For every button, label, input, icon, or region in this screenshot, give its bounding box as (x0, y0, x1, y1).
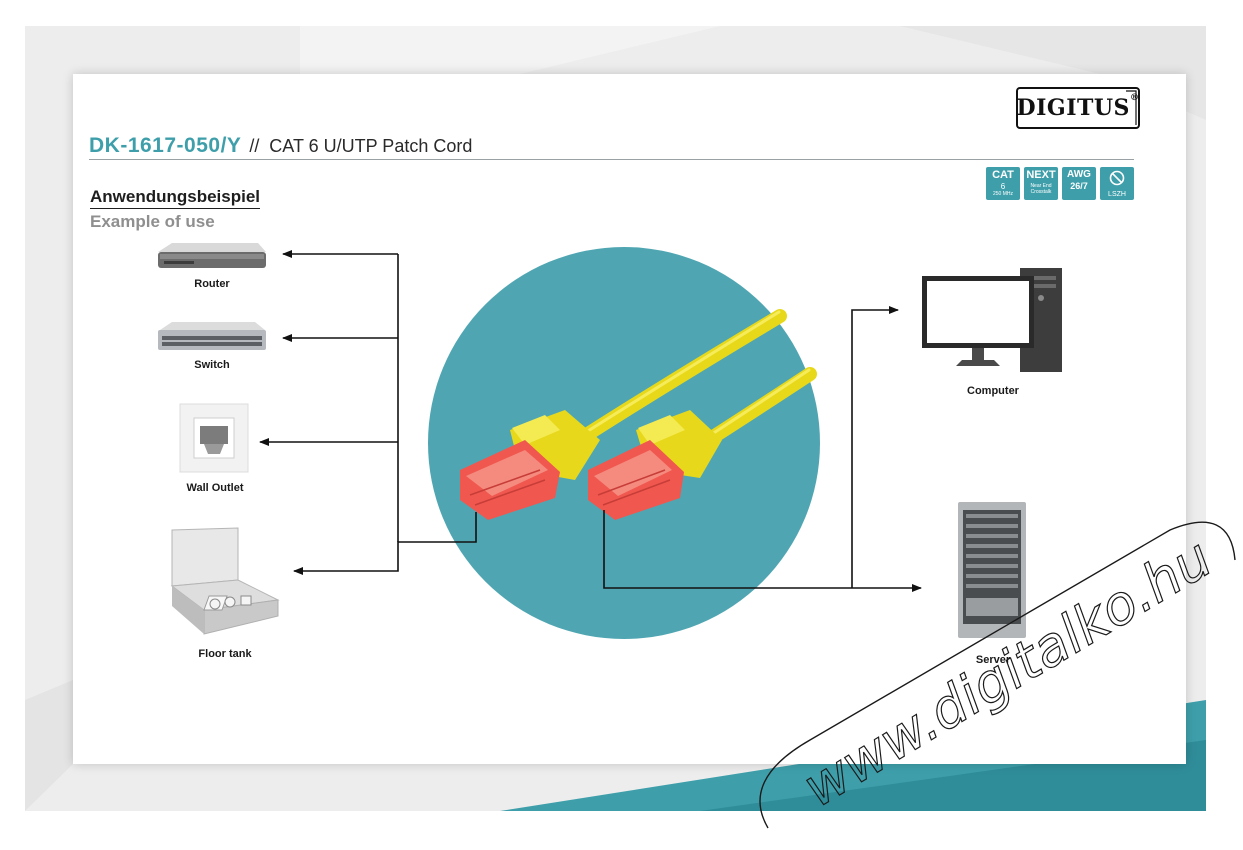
logo-text: DIGITUS (1016, 95, 1130, 121)
lszh-badge: LSZH (1100, 167, 1134, 200)
product-description: CAT 6 U/UTP Patch Cord (269, 136, 473, 156)
floor-tank-label: Floor tank (198, 648, 252, 660)
awg-title: AWG (1067, 169, 1091, 180)
product-separator: // (249, 136, 260, 156)
cat6-badge: CAT 6 250 MHz (986, 167, 1020, 200)
computer-label: Computer (967, 385, 1019, 397)
switch-label: Switch (194, 359, 230, 371)
heading-german: Anwendungsbeispiel (90, 187, 261, 209)
next-title: NEXT (1026, 169, 1056, 181)
router-label: Router (194, 278, 230, 290)
server-icon (958, 502, 1026, 638)
no-halogen-icon (1109, 170, 1125, 186)
cat-sub: 250 MHz (992, 191, 1013, 197)
title-divider (89, 159, 1134, 160)
lszh-label: LSZH (1108, 191, 1126, 198)
next-sub2: Crosstalk (1030, 189, 1052, 195)
product-code: DK-1617-050/Y (89, 134, 242, 157)
router-icon (158, 243, 266, 268)
floor-tank-icon (170, 527, 280, 635)
digitus-logo: DIGITUS® (1016, 87, 1140, 129)
awg-badge: AWG 26/7 (1062, 167, 1096, 200)
awg-value: 26/7 (1070, 181, 1088, 191)
cable-circle (428, 247, 820, 639)
patch-cable-graphic (460, 309, 817, 520)
server-label: Server (975, 654, 1011, 666)
next-badge: NEXT Near End Crosstalk (1024, 167, 1058, 200)
next-sub1: Near End (1030, 183, 1052, 189)
cat-value: 6 (1000, 182, 1006, 191)
wall-outlet-icon (179, 403, 249, 473)
wall-outlet-label: Wall Outlet (186, 482, 244, 494)
left-connection-lines (259, 250, 477, 575)
heading-english: Example of use (90, 212, 215, 231)
registered-mark: ® (1129, 93, 1140, 103)
computer-icon (922, 268, 1062, 372)
switch-icon (158, 322, 266, 350)
product-title: DK-1617-050/Y // CAT 6 U/UTP Patch Cord (89, 134, 472, 158)
cat-title: CAT (992, 169, 1014, 181)
right-connection-lines (603, 306, 922, 592)
